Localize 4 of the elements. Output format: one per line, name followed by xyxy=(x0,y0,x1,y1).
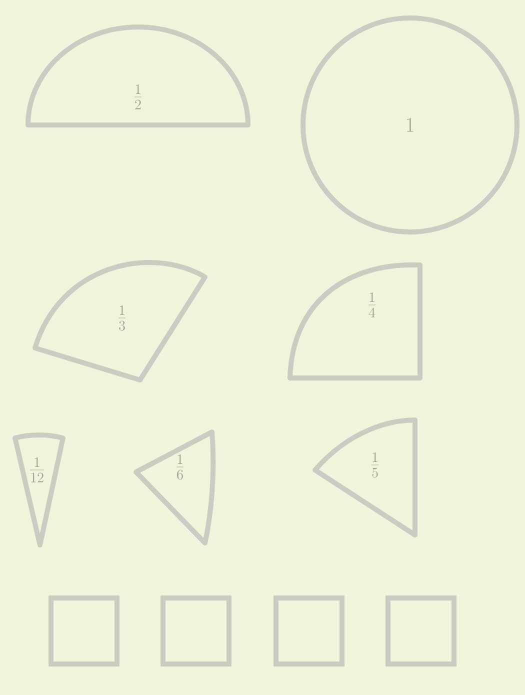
square-box xyxy=(48,596,120,666)
square-box xyxy=(274,596,344,666)
square-box xyxy=(160,596,232,666)
square-box xyxy=(386,596,456,666)
